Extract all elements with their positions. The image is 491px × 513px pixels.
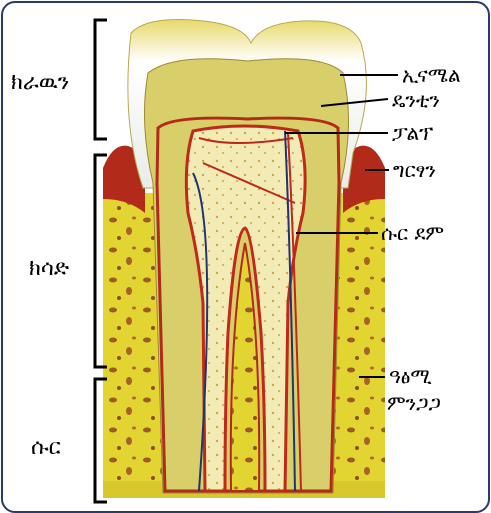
label-gum: ግርፃን [393,160,436,180]
bracket-crown [95,20,107,139]
label-root: ሱር [31,437,61,459]
label-blood-vessel: ሱር ደም [381,223,444,243]
label-jaw-bone-line2: ምንጋጋ [387,393,441,413]
label-pulp: ፓልፕ [392,123,433,143]
label-crown: ክራዉን [11,72,69,94]
label-neck: ክሳድ [29,258,69,280]
label-dentin: ዴንቲን [392,90,440,110]
label-enamel: ኢናሜል [402,65,461,85]
label-jaw-bone-line1: ዓፅሚ [389,366,432,386]
